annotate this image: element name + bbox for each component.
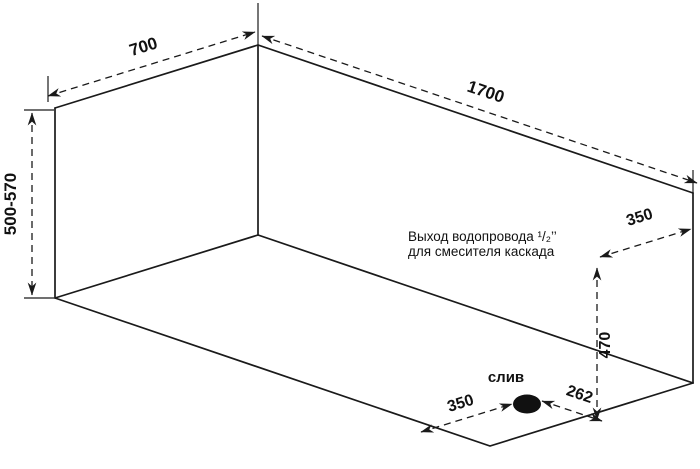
- dimension-height: 500-570: [1, 112, 37, 296]
- drain-hole-icon: [513, 394, 541, 414]
- water-outlet-note-line1: Выход водопровода ¹/₂’’: [408, 229, 557, 244]
- dimension-outlet-offset: 350: [599, 206, 692, 258]
- drain-right-dimension-label: 262: [564, 382, 595, 407]
- water-outlet-note: Выход водопровода ¹/₂’’ для смесителя ка…: [408, 229, 557, 259]
- length-dimension-line: [261, 35, 698, 184]
- drain-left-dimension-label: 350: [445, 392, 476, 416]
- drain-right-dimension-line: [541, 400, 603, 422]
- outlet-offset-dimension-label: 350: [624, 206, 655, 230]
- dimension-length: 1700: [261, 35, 698, 184]
- dimension-width: 700: [47, 31, 256, 97]
- height-dimension-label: 500-570: [1, 173, 20, 235]
- top-rim-back-edges: [54, 44, 694, 194]
- outlet-height-dimension-label: 470: [597, 332, 614, 359]
- drain-group: слив: [488, 369, 541, 414]
- width-dimension-line: [47, 31, 256, 97]
- floor-front-edges: [54, 297, 694, 447]
- dimension-drain-left: 350: [420, 392, 513, 433]
- width-dimension-label: 700: [127, 33, 160, 60]
- drain-label: слив: [488, 369, 524, 386]
- drain-left-dimension-line: [420, 403, 513, 433]
- water-outlet-note-line2: для смесителя каскада: [408, 244, 555, 259]
- floor-back-edges: [54, 234, 694, 384]
- extension-lines: [24, 3, 694, 299]
- length-dimension-label: 1700: [465, 77, 507, 107]
- outlet-offset-dimension-line: [599, 228, 692, 258]
- dimension-drain-right: 262: [541, 382, 603, 422]
- dimension-outlet-height: 470: [592, 267, 614, 421]
- tub-wireframe: [54, 44, 694, 447]
